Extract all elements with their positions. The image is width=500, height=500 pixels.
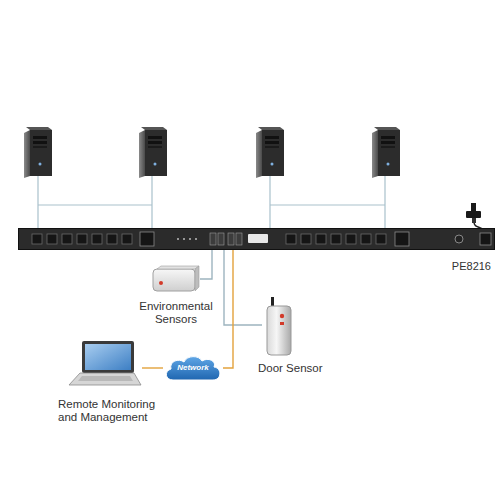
laptop: Remote Monitoring and Management	[68, 340, 142, 386]
label-holder: PE8216	[452, 260, 491, 273]
outlet	[47, 234, 57, 244]
label-holder: Door Sensor	[258, 362, 323, 375]
connector	[224, 250, 262, 325]
network-cloud: Network	[163, 354, 223, 382]
computer-tower	[256, 127, 284, 178]
computer-tower	[139, 127, 167, 178]
node-label: Remote Monitoring and Management	[58, 398, 166, 424]
sensor-icon	[152, 266, 200, 292]
outlet	[286, 234, 296, 244]
connector	[142, 367, 163, 368]
label-holder: Network	[163, 354, 223, 382]
pdu-bar-body	[18, 228, 495, 250]
outlet	[92, 234, 102, 244]
port	[228, 233, 234, 245]
outlet	[346, 234, 356, 244]
indicator	[195, 238, 197, 240]
display	[248, 234, 268, 243]
label-holder: Remote Monitoring and Management	[58, 398, 166, 424]
connector	[200, 250, 212, 279]
door-sensor-icon	[262, 296, 296, 356]
outlet	[62, 234, 72, 244]
outlet	[316, 234, 326, 244]
outlet	[331, 234, 341, 244]
computer-tower	[372, 127, 400, 178]
environmental-sensor: Environmental Sensors	[152, 266, 200, 292]
outlet	[32, 234, 42, 244]
node-label: Door Sensor	[258, 362, 323, 375]
door-sensor: Door Sensor	[262, 296, 296, 356]
indicator	[177, 238, 179, 240]
pdu-bar: PE8216	[18, 228, 495, 250]
power-wires	[38, 176, 385, 228]
computer-tower	[24, 127, 52, 178]
connector	[223, 250, 233, 368]
node-label: Environmental Sensors	[136, 300, 216, 326]
power-plug	[466, 203, 484, 230]
port	[210, 233, 216, 245]
outlet-large	[140, 232, 154, 246]
outlet	[376, 234, 386, 244]
indicator	[189, 238, 191, 240]
laptop-icon	[68, 340, 142, 386]
indicator	[183, 238, 185, 240]
power-button	[455, 235, 463, 243]
port	[236, 233, 242, 245]
power-inlet	[480, 233, 491, 245]
label-holder: Environmental Sensors	[136, 300, 216, 326]
outlet	[77, 234, 87, 244]
port	[218, 233, 224, 245]
outlet	[361, 234, 371, 244]
outlet	[301, 234, 311, 244]
node-label: PE8216	[452, 260, 491, 273]
cloud-label: Network	[177, 363, 209, 373]
outlet-large	[395, 232, 409, 246]
outlet	[107, 234, 117, 244]
outlet	[122, 234, 132, 244]
